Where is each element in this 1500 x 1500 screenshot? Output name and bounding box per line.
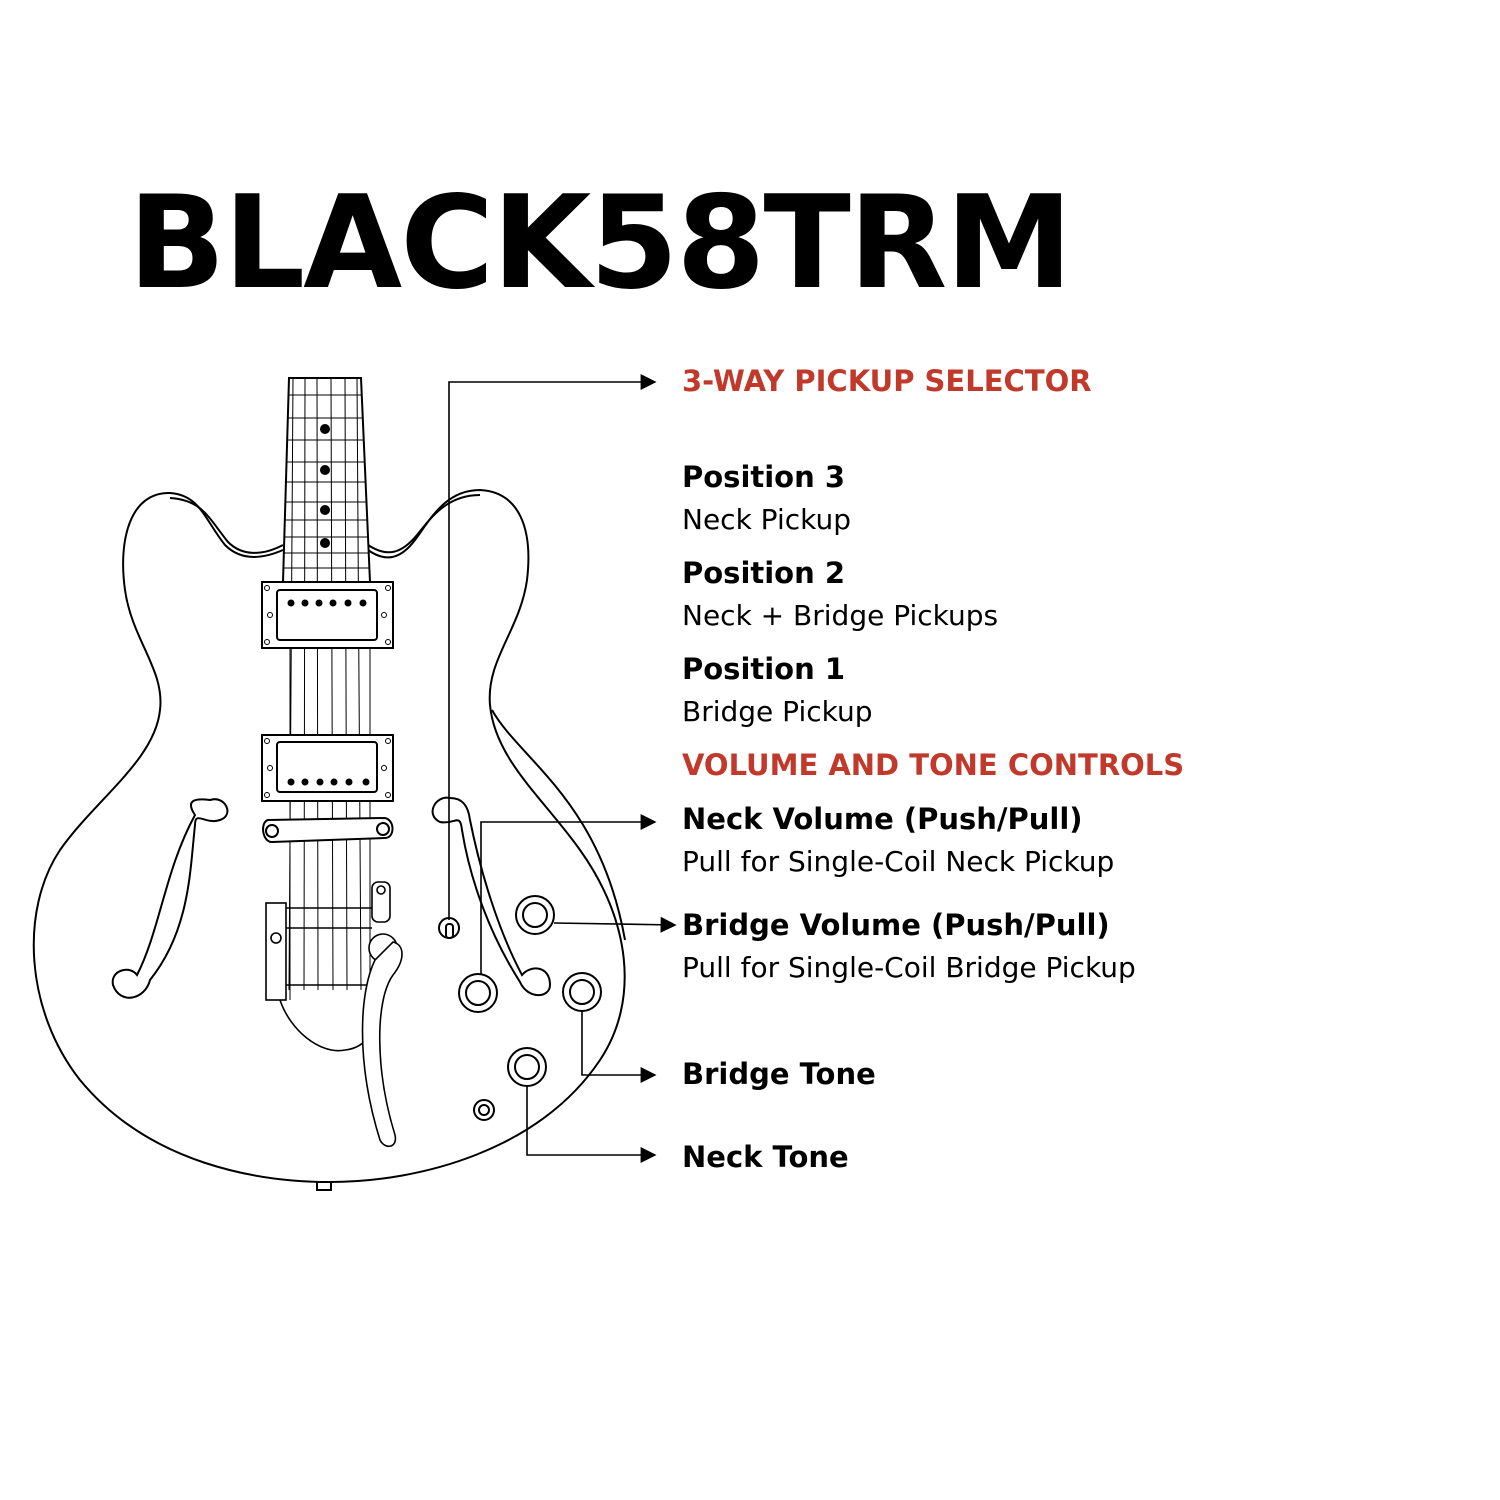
leader-bridge-volume (553, 916, 677, 933)
output-jack (473, 1099, 495, 1121)
f-hole-right (431, 796, 552, 997)
tune-o-matic-bridge (262, 816, 394, 844)
model-title: BLACK58TRM (128, 169, 1073, 318)
bridge-pickup (261, 734, 394, 802)
position-2-desc: Neck + Bridge Pickups (682, 599, 999, 632)
leader-selector (448, 374, 657, 920)
neck-volume-desc: Pull for Single-Coil Neck Pickup (682, 845, 1115, 878)
neck-tone-label: Neck Tone (682, 1140, 849, 1174)
bridge-tone-label: Bridge Tone (682, 1057, 876, 1091)
controls-heading: VOLUME AND TONE CONTROLS (682, 748, 1185, 782)
position-3-desc: Neck Pickup (682, 503, 851, 536)
neck-pickup (261, 581, 394, 649)
pickup-selector-switch (438, 917, 460, 939)
position-1-label: Position 1 (682, 652, 846, 686)
bigsby-vibrato (265, 881, 403, 1148)
neck-tone-knob (507, 1047, 547, 1087)
bridge-volume-knob (515, 895, 555, 935)
selector-heading: 3-WAY PICKUP SELECTOR (682, 364, 1092, 398)
leader-bridge-tone (581, 1011, 657, 1083)
fretboard (281, 377, 372, 1000)
leader-neck-volume (480, 814, 657, 975)
f-hole-left (111, 798, 229, 999)
neck-volume-label: Neck Volume (Push/Pull) (682, 802, 1083, 836)
bridge-volume-label: Bridge Volume (Push/Pull) (682, 908, 1110, 942)
position-3-label: Position 3 (682, 460, 846, 494)
position-2-label: Position 2 (682, 556, 846, 590)
bridge-volume-desc: Pull for Single-Coil Bridge Pickup (682, 951, 1136, 984)
neck-volume-knob (458, 973, 498, 1013)
leader-neck-tone (526, 1086, 657, 1163)
bridge-tone-knob (562, 972, 602, 1012)
position-1-desc: Bridge Pickup (682, 695, 873, 728)
